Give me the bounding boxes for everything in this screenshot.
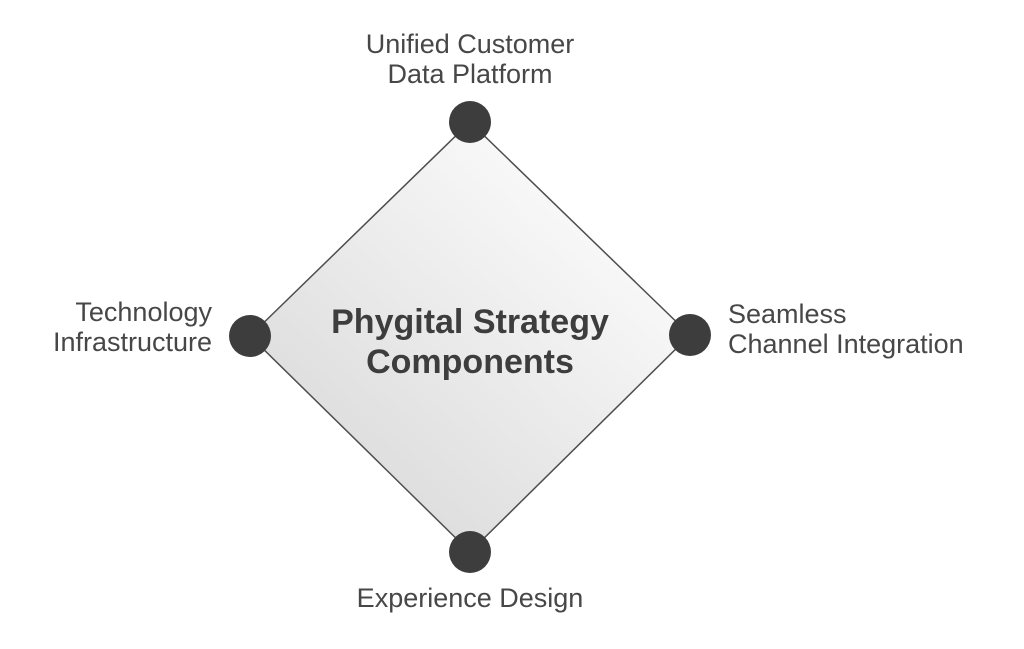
node-dot-left — [229, 315, 271, 357]
title-line: Phygital Strategy — [331, 303, 609, 341]
label-line: Data Platform — [387, 59, 553, 89]
node-dot-top — [449, 101, 491, 143]
label-seamless-channel-integration: Seamless Channel Integration — [728, 299, 964, 359]
label-line: Channel Integration — [728, 329, 964, 359]
label-line: Unified Customer — [365, 29, 575, 59]
label-line: Experience Design — [356, 583, 584, 613]
label-line: Seamless — [728, 299, 847, 329]
title-line: Components — [366, 343, 574, 381]
label-technology-infrastructure: Technology Infrastructure — [53, 297, 212, 357]
label-line: Technology — [75, 297, 212, 327]
label-line: Infrastructure — [52, 327, 212, 357]
node-dot-right — [669, 314, 711, 356]
label-experience-design: Experience Design — [357, 583, 584, 613]
diagram-title: Phygital Strategy Components — [331, 302, 609, 382]
node-dot-bottom — [449, 531, 491, 573]
label-unified-customer-data-platform: Unified Customer Data Platform — [366, 29, 575, 89]
